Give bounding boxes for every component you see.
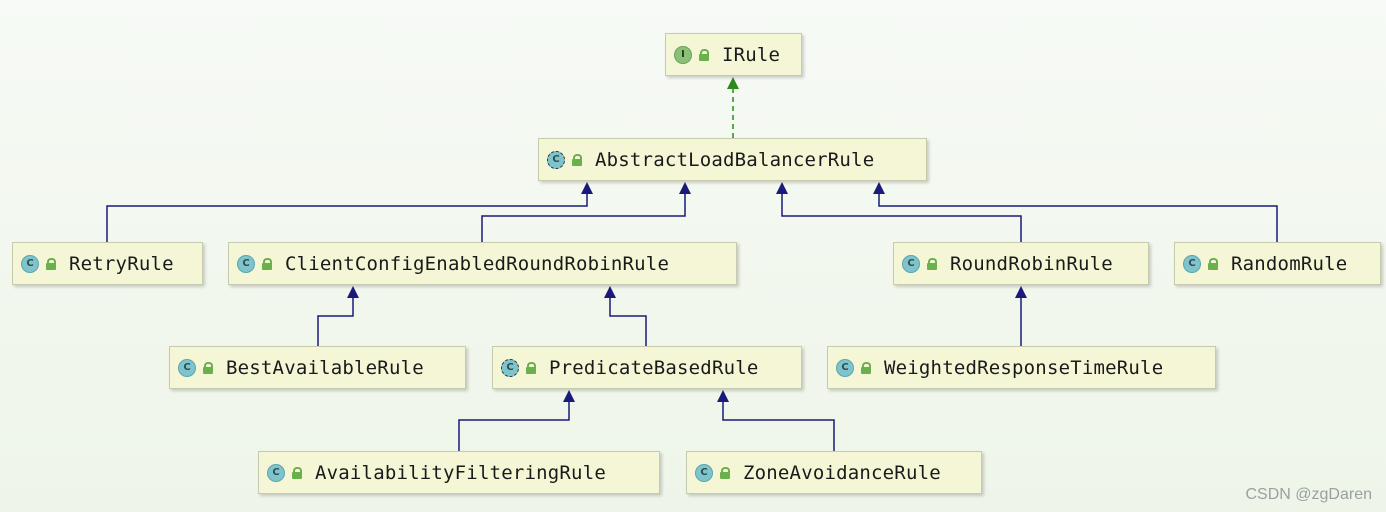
- unlocked-icon: [719, 466, 731, 479]
- interface-icon: I: [674, 45, 692, 64]
- class-icon: C: [267, 463, 285, 482]
- class-icon: C: [902, 254, 920, 273]
- arrowhead-random-abstract: [873, 182, 885, 194]
- arrowhead-zone-pred: [717, 390, 729, 402]
- class-node-best[interactable]: C BestAvailableRule: [169, 346, 466, 389]
- edge-rr-abstract: [781, 194, 1022, 242]
- class-node-retry[interactable]: C RetryRule: [12, 242, 203, 285]
- class-icon: C: [836, 358, 854, 377]
- unlocked-icon: [1207, 257, 1219, 270]
- arrowhead-pred-ccerr: [604, 286, 616, 298]
- unlocked-icon: [698, 48, 710, 61]
- class-name-label: RandomRule: [1231, 252, 1348, 275]
- edge-pred-ccerr: [609, 298, 647, 346]
- arrowhead-ccerr-abstract: [679, 182, 691, 194]
- class-icon: C: [1183, 254, 1201, 273]
- class-node-random[interactable]: C RandomRule: [1174, 242, 1381, 285]
- class-name-label: BestAvailableRule: [226, 356, 424, 379]
- class-name-label: RetryRule: [69, 252, 174, 275]
- class-node-zone[interactable]: C ZoneAvoidanceRule: [686, 451, 982, 494]
- edge-random-abstract: [878, 194, 1278, 242]
- unlocked-icon: [291, 466, 303, 479]
- unlocked-icon: [926, 257, 938, 270]
- class-name-label: WeightedResponseTimeRule: [884, 356, 1164, 379]
- class-name-label: ClientConfigEnabledRoundRobinRule: [285, 252, 670, 275]
- class-name-label: PredicateBasedRule: [549, 356, 759, 379]
- unlocked-icon: [261, 257, 273, 270]
- unlocked-icon: [860, 361, 872, 374]
- class-node-pred[interactable]: C PredicateBasedRule: [492, 346, 802, 389]
- class-name-label: RoundRobinRule: [950, 252, 1113, 275]
- class-name-label: ZoneAvoidanceRule: [743, 461, 941, 484]
- class-name-label: IRule: [722, 43, 781, 66]
- class-icon: C: [178, 358, 196, 377]
- class-icon: C: [21, 254, 39, 273]
- class-name-label: AbstractLoadBalancerRule: [595, 148, 875, 171]
- abstract-class-icon: C: [547, 150, 565, 169]
- class-node-wrt[interactable]: C WeightedResponseTimeRule: [827, 346, 1216, 389]
- edge-retry-abstract: [106, 194, 588, 242]
- edge-ccerr-abstract: [481, 194, 686, 242]
- class-node-avail[interactable]: C AvailabilityFilteringRule: [258, 451, 660, 494]
- edge-zone-pred: [722, 402, 835, 451]
- arrowhead-abstract-irule: [727, 77, 739, 89]
- unlocked-icon: [45, 257, 57, 270]
- class-node-irule[interactable]: I IRule: [665, 33, 802, 76]
- class-node-rr[interactable]: C RoundRobinRule: [893, 242, 1149, 285]
- class-icon: C: [237, 254, 255, 273]
- class-node-abstract[interactable]: C AbstractLoadBalancerRule: [538, 138, 927, 181]
- class-node-ccerr[interactable]: C ClientConfigEnabledRoundRobinRule: [228, 242, 737, 285]
- watermark: CSDN @zgDaren: [1245, 486, 1373, 503]
- unlocked-icon: [202, 361, 214, 374]
- arrowhead-wrt-rr: [1015, 286, 1027, 298]
- arrowhead-avail-pred: [563, 390, 575, 402]
- abstract-class-icon: C: [501, 358, 519, 377]
- arrowhead-retry-abstract: [581, 182, 593, 194]
- arrowhead-rr-abstract: [776, 182, 788, 194]
- edge-avail-pred: [458, 402, 570, 451]
- unlocked-icon: [571, 153, 583, 166]
- edge-best-ccerr: [317, 298, 354, 346]
- arrowhead-best-ccerr: [347, 286, 359, 298]
- class-name-label: AvailabilityFilteringRule: [315, 461, 606, 484]
- class-icon: C: [695, 463, 713, 482]
- unlocked-icon: [525, 361, 537, 374]
